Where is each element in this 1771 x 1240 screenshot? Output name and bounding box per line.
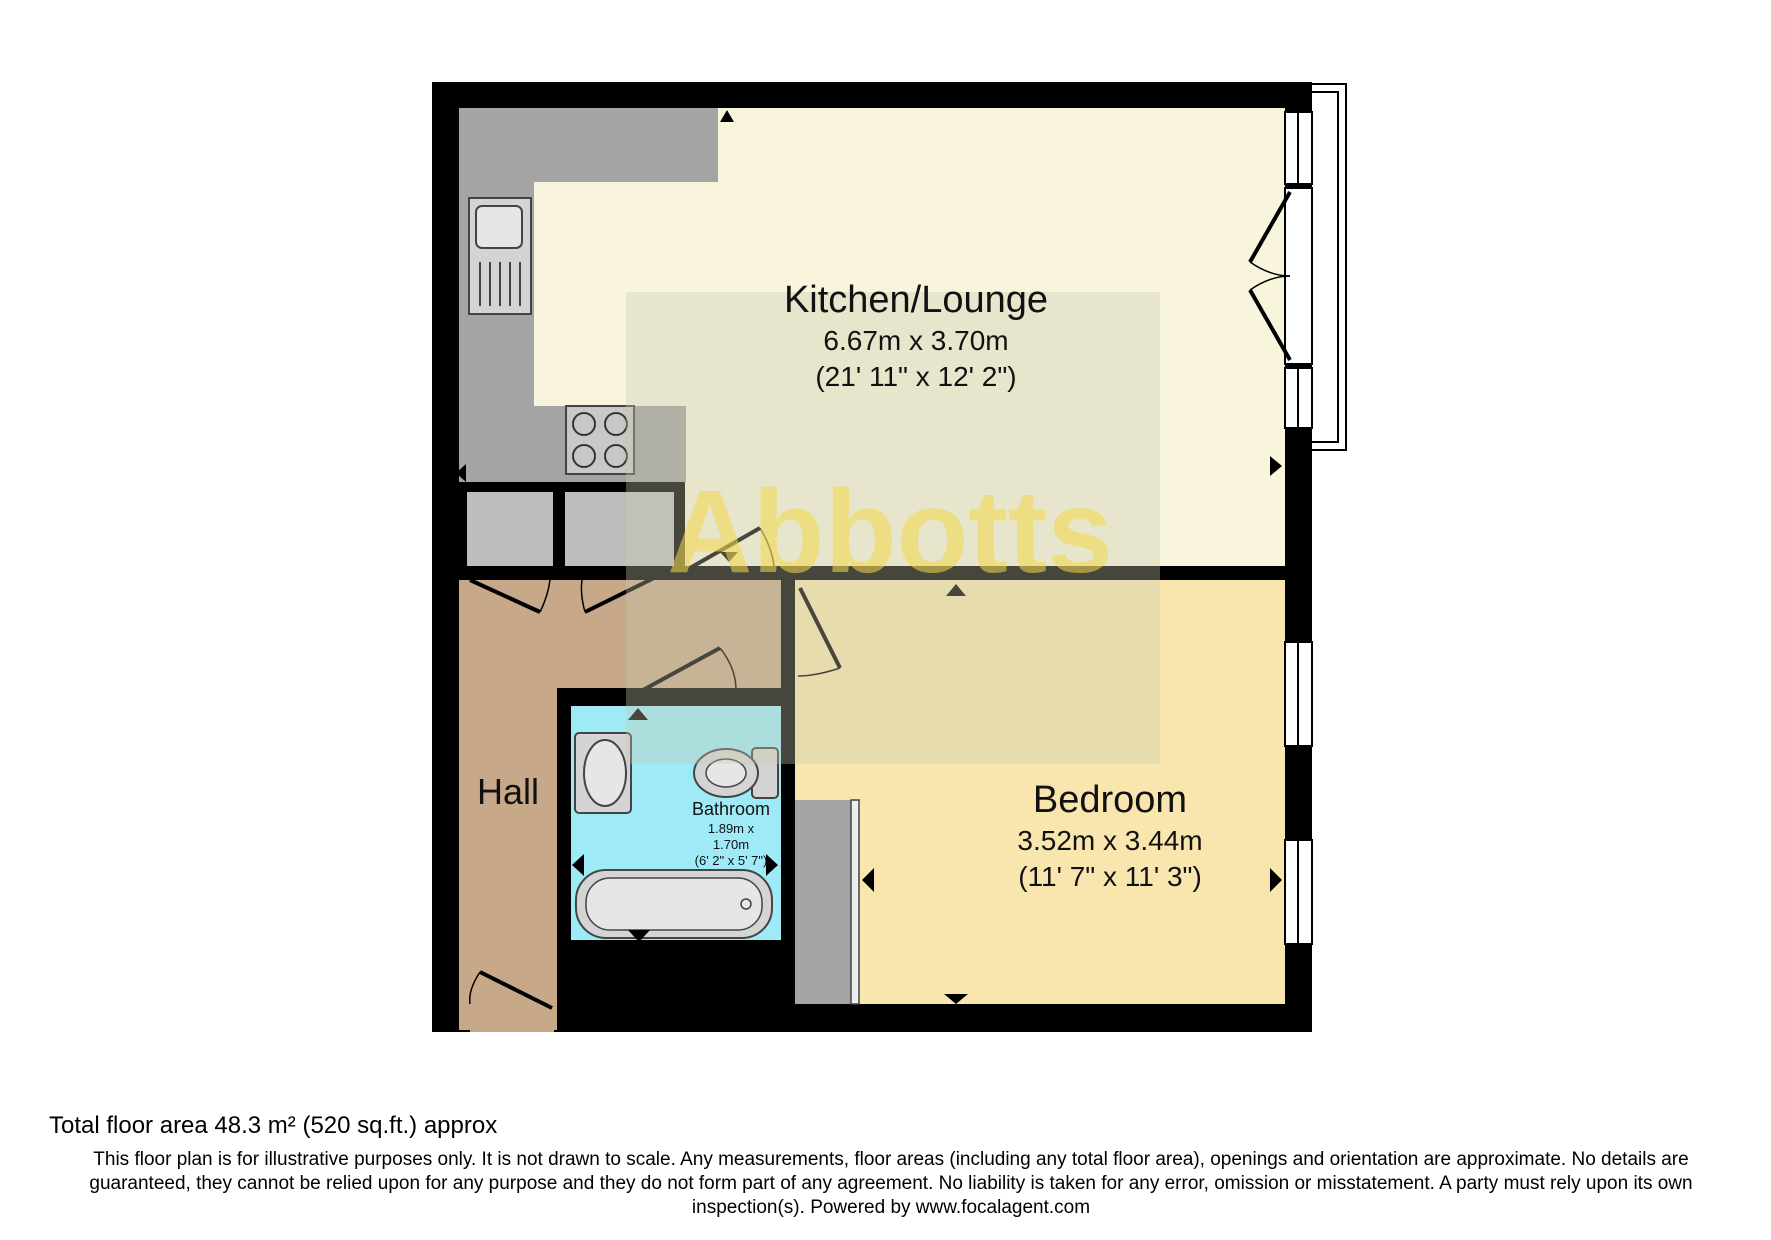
bathroom-basin [583,739,627,807]
total-floor-area: Total floor area 48.3 m² (520 sq.ft.) ap… [49,1112,498,1139]
watermark-box [626,292,1160,764]
bathtub-inner [585,877,763,931]
french-doors [1248,191,1292,361]
bathroom-imperial: (6' 2" x 5' 7") [695,853,768,868]
front-door-arc [468,971,481,1005]
measurement-arrows [456,110,1282,1004]
internal-door-arcs [539,527,841,691]
kitchen-lounge-metric: 6.67m x 3.70m [823,325,1008,356]
cupboard-divider-right [674,482,685,566]
hob [565,405,635,475]
windows [1284,111,1313,945]
bathroom-wall-right [781,688,795,1004]
bedroom-metric: 3.52m x 3.44m [1017,825,1202,856]
bedroom-floor [795,580,1285,1004]
wardrobe-door [850,799,860,1005]
front-door [479,970,553,1010]
french-door-arcs [1249,261,1291,291]
wardrobe [795,800,857,1004]
kitchen-lounge-name: Kitchen/Lounge [784,279,1048,321]
bathroom-metric-line1: 1.89m x [708,821,755,836]
kitchen-bedroom-wall [795,566,1285,580]
cupboard-divider-mid [553,482,565,566]
bathroom-wall-top-right [738,692,795,706]
bathtub-plughole [740,898,752,910]
cupboard-divider-left [459,482,467,580]
bathroom-name: Bathroom [692,799,770,819]
bedroom-imperial: (11' 7" x 11' 3") [1018,861,1202,892]
internal-doors [469,526,842,692]
bathroom-bottom-wall [557,940,795,1004]
bathroom-wall-left [557,692,571,1004]
bathroom-metric-line2: 1.70m [713,837,749,852]
sink-drainer [479,262,521,306]
toilet-seat [705,758,747,788]
sink-bowl [475,205,523,249]
bedroom-name: Bedroom [1033,779,1187,821]
cupboard-right [565,492,674,566]
hall-name: Hall [477,771,539,812]
cupboard-left [467,492,553,566]
hall-bedroom-wall [781,580,795,688]
disclaimer-text: This floor plan is for illustrative purp… [89,1149,1693,1218]
balcony-frame [1312,83,1347,451]
kitchen-lounge-imperial: (21' 11" x 12' 2") [815,361,1016,392]
watermark-text: Abbotts [667,466,1113,598]
front-door-opening [470,1004,554,1032]
hob-rings [572,412,628,468]
cupboard-wall-top [459,482,685,492]
bathroom-wall-top-left [557,692,643,706]
kitchen-hall-wall-stub [459,566,689,580]
hall-floor [459,580,795,1030]
